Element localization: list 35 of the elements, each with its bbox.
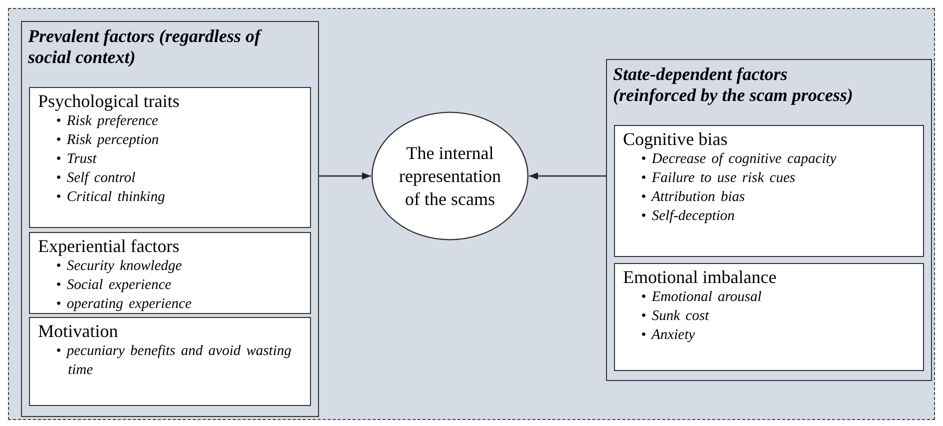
concept-ellipse	[371, 111, 529, 241]
bullet-item: • Security knowledge	[56, 257, 183, 276]
box-heading: Cognitive bias	[623, 128, 728, 150]
bullet-item: • Risk preference	[56, 112, 160, 131]
factor-box	[614, 125, 924, 257]
group-title: Prevalent factors (regardless of social context)	[28, 26, 263, 68]
arrow	[529, 172, 606, 180]
bullet-item: • Social experience	[56, 276, 172, 295]
group-title: State-dependent factors (reinforced by the scam process)	[613, 64, 854, 106]
bullet-item: • operating experience	[56, 295, 192, 314]
bullet-item: • Self-deception	[641, 207, 736, 226]
bullet-item: • Anxiety	[641, 326, 696, 345]
group-panel	[21, 21, 319, 417]
bullet-item: • Risk perception	[56, 131, 160, 150]
box-heading: Emotional imbalance	[623, 266, 778, 288]
bullet-item: • Decrease of cognitive capacity	[641, 150, 838, 169]
bullet-item: • pecuniary benefits and avoid wasting time	[56, 342, 292, 380]
box-heading: Motivation	[38, 320, 119, 342]
bullet-item: • Sunk cost	[641, 307, 710, 326]
bullet-item: • Emotional arousal	[641, 288, 763, 307]
dashed-frame	[8, 8, 935, 420]
factor-box	[29, 232, 311, 314]
group-panel	[606, 59, 932, 381]
bullet-item: • Attribution bias	[641, 188, 746, 207]
factor-box	[29, 317, 311, 406]
factor-box	[614, 263, 924, 371]
bullet-item: • Critical thinking	[56, 188, 166, 207]
arrow	[319, 172, 371, 180]
box-heading: Psychological traits	[38, 90, 180, 112]
bullet-item: • Self control	[56, 169, 136, 188]
bullet-item: • Failure to use risk cues	[641, 169, 796, 188]
box-heading: Experiential factors	[38, 235, 180, 257]
ellipse-label: The internal representation of the scams	[398, 142, 502, 210]
factor-box	[29, 87, 311, 228]
bullet-item: • Trust	[56, 150, 98, 169]
